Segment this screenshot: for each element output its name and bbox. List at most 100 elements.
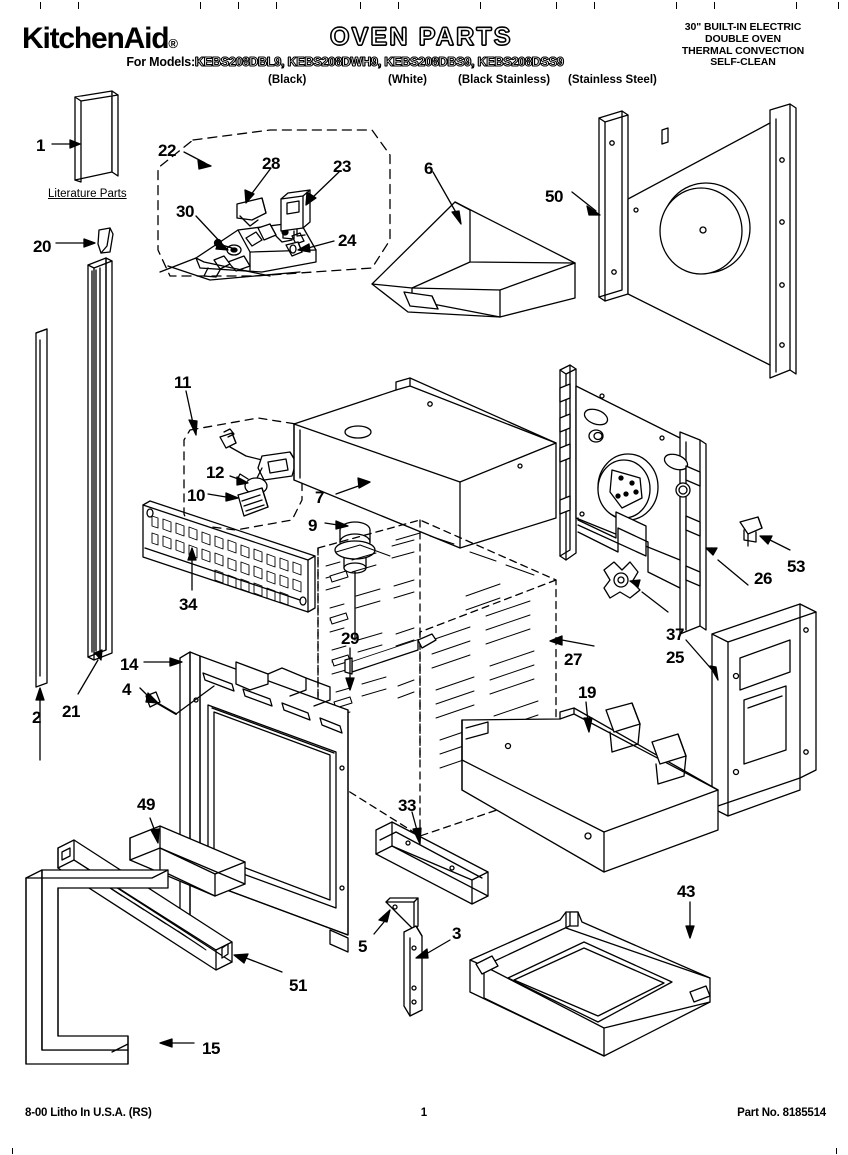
leader-5	[373, 909, 391, 935]
kitchenaid-logo: KitchenAid®	[22, 24, 178, 54]
leader-51	[233, 953, 283, 973]
leader-49	[149, 817, 160, 844]
part-29-element	[344, 633, 437, 675]
part-25-rear-bracket-panel	[559, 364, 707, 635]
leader-1	[51, 139, 81, 149]
crop-tick	[78, 2, 79, 9]
callout-23: 23	[333, 157, 351, 176]
part-7-oven-top	[293, 377, 557, 549]
crop-tick	[40, 2, 41, 9]
crop-tick	[12, 1148, 13, 1154]
part-53-clip	[739, 516, 763, 547]
literature-parts-label: Literature Parts	[48, 188, 127, 200]
part-literature-booklet	[74, 90, 119, 183]
leader-2	[35, 687, 45, 761]
callout-22: 22	[158, 141, 176, 160]
callout-3: 3	[452, 924, 461, 943]
brand-name: KitchenAid	[22, 22, 170, 55]
leader-27	[549, 635, 595, 647]
leader-23	[305, 171, 340, 206]
leader-24	[297, 240, 335, 253]
leader-29	[345, 647, 355, 691]
part-10-lens	[237, 487, 269, 517]
callout-51: 51	[289, 976, 307, 995]
leader-14	[143, 657, 183, 667]
crop-tick	[838, 2, 839, 9]
page-number: 1	[420, 1107, 428, 1119]
callout-53: 53	[787, 557, 805, 576]
part-14-door-frame	[179, 651, 349, 953]
part-11-lamp-assembly	[219, 428, 297, 481]
leader-10	[207, 492, 239, 502]
leader-20	[55, 238, 96, 248]
leader-21	[77, 649, 103, 695]
registered-trademark-icon: ®	[168, 36, 178, 51]
part-50-rear-panel	[598, 103, 797, 379]
leader-3	[415, 939, 451, 959]
leader-9	[324, 520, 349, 530]
finish-label-black: (Black)	[268, 74, 307, 86]
part-number: Part No. 8185514	[737, 1107, 826, 1119]
leader-4	[139, 687, 159, 704]
leader-34	[187, 547, 197, 591]
part-19-bottom-plate	[461, 702, 719, 873]
crop-tick	[714, 2, 715, 9]
leader-53	[759, 535, 791, 551]
model-numbers: KEBS208DBL9, KEBS208DWH9, KEBS208DBS9, K…	[195, 55, 565, 70]
finish-label-white: (White)	[388, 74, 427, 86]
crop-tick	[836, 1148, 837, 1154]
part-49-lower-bracket	[129, 825, 246, 897]
spec-line-clean: SELF-CLEAN	[710, 56, 776, 69]
crop-tick	[796, 2, 797, 9]
callout-30: 30	[176, 202, 194, 221]
callout-4: 4	[122, 680, 131, 699]
callout-29: 29	[341, 629, 359, 648]
part-25-front-trim-panel	[711, 603, 817, 817]
part-3-side-bracket	[403, 925, 423, 1017]
callout-10: 10	[187, 486, 205, 505]
leader-26	[705, 547, 749, 586]
finish-label-stainless-steel: (Stainless Steel)	[568, 74, 657, 86]
callout-50: 50	[545, 187, 563, 206]
leader-11	[185, 390, 198, 436]
part-30-assembly	[159, 221, 317, 281]
callout-14: 14	[120, 655, 138, 674]
leader-50	[571, 191, 601, 216]
crop-tick	[276, 2, 277, 9]
leader-37	[629, 579, 669, 613]
callout-28: 28	[262, 154, 280, 173]
leader-33	[411, 811, 422, 845]
leader-22	[183, 151, 212, 170]
callout-6: 6	[424, 159, 433, 178]
crop-tick	[480, 2, 481, 9]
part-6-upper-baffle	[371, 201, 576, 318]
part-33-bottom-rail	[375, 821, 489, 905]
crop-tick	[594, 2, 595, 9]
part-15-door-gasket	[25, 869, 169, 1065]
callout-24: 24	[338, 231, 356, 250]
leader-19	[583, 701, 593, 733]
appliance-spec-block: 30" BUILT-IN ELECTRIC DOUBLE OVEN THERMA…	[648, 21, 838, 69]
spec-line-size: 30" BUILT-IN ELECTRIC	[684, 21, 802, 33]
model-list: For Models:KEBS208DBL9, KEBS208DWH9, KEB…	[0, 55, 690, 70]
spec-line-type: DOUBLE OVEN	[705, 32, 781, 45]
callout-27: 27	[564, 650, 582, 669]
callout-25: 25	[666, 648, 684, 667]
callout-5: 5	[358, 937, 367, 956]
part-28-bracket	[236, 197, 267, 227]
callout-37: 37	[666, 625, 684, 644]
part-43-bottom-frame	[469, 911, 711, 1057]
part-9-probe	[334, 521, 376, 641]
part-34-control-panel	[142, 500, 316, 613]
group-22-dashed-box	[157, 129, 391, 277]
crop-tick	[238, 2, 239, 9]
leader-6	[432, 171, 462, 225]
callout-49: 49	[137, 795, 155, 814]
callout-2: 2	[32, 708, 41, 727]
callout-34: 34	[179, 595, 197, 614]
callout-9: 9	[308, 516, 317, 535]
callout-1: 1	[36, 136, 45, 155]
leader-12	[229, 475, 249, 486]
leader-43	[685, 901, 695, 939]
